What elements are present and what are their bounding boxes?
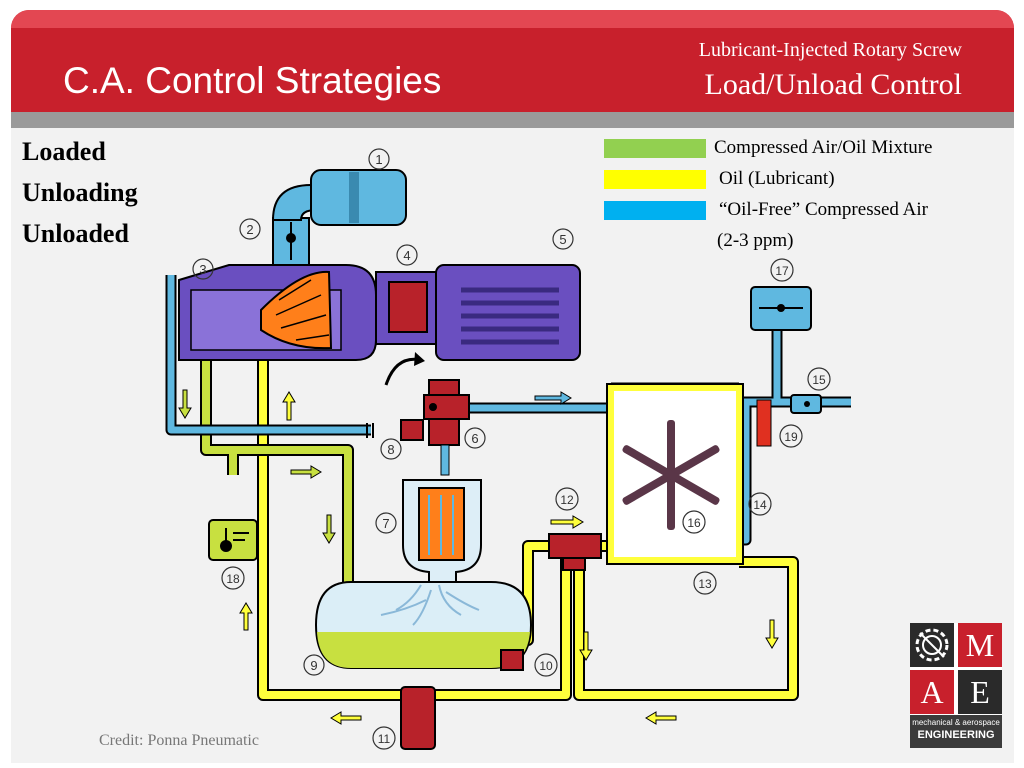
svg-text:7: 7 [382,516,389,531]
electric-motor [435,264,581,361]
logo-caption-line2: ENGINEERING [917,729,995,741]
mixture-lines-outline [200,350,354,600]
svg-text:10: 10 [539,659,553,673]
gear-icon [910,623,954,667]
page-title: C.A. Control Strategies [63,60,442,101]
callout-2: 2 [239,218,261,240]
svg-text:6: 6 [471,431,478,446]
svg-text:13: 13 [698,577,712,591]
svg-text:3: 3 [199,262,206,277]
callout-9: 9 [303,654,325,676]
state-loaded: Loaded [22,137,106,166]
svg-text:2: 2 [246,222,253,237]
callout-19: 19 [779,424,803,448]
slide: C.A. Control Strategies Lubricant-Inject… [11,10,1014,763]
credit-text: Credit: Ponna Pneumatic [99,732,259,749]
callout-5: 5 [552,228,574,250]
callout-12: 12 [555,487,579,511]
legend-note: (2-3 ppm) [717,230,794,251]
blowdown-valve [400,419,424,441]
callout-15: 15 [807,367,831,391]
callout-8: 8 [380,438,402,460]
svg-text:15: 15 [812,373,826,387]
svg-text:4: 4 [403,248,410,263]
compressor-diagram: 1 2 3 4 5 6 7 8 9 10 11 12 13 14 15 16 1… [165,148,851,750]
header-highlight [11,10,1014,28]
header-bar: C.A. Control Strategies Lubricant-Inject… [11,10,1014,112]
logo-caption-line1: mechanical & aerospace [912,718,1000,727]
thermostatic-valve [548,533,602,559]
mae-logo: M A E mechanical & aerospace ENGINEERING [910,623,1002,748]
drain-valve [500,649,524,671]
moisture-drain [756,399,772,447]
callout-11: 11 [372,726,396,750]
callout-16: 16 [682,510,706,534]
screw-rotor [260,270,333,350]
legend-label-mixture: Compressed Air/Oil Mixture [714,137,933,158]
svg-text:14: 14 [753,498,767,512]
component-callouts: 1 2 3 4 5 6 7 8 9 10 11 12 13 14 15 16 1… [192,148,831,750]
intake-elbow [271,184,317,221]
callout-1: 1 [368,148,390,170]
callout-18: 18 [221,566,245,590]
callout-6: 6 [464,427,486,449]
logo-letter-a: A [910,670,954,714]
svg-text:9: 9 [310,658,317,673]
svg-text:19: 19 [784,430,798,444]
mixture-lines [202,350,352,600]
legend-swatch-air [604,201,706,220]
svg-text:1: 1 [375,152,382,167]
callout-10: 10 [534,653,558,677]
flow-arrows [178,389,779,725]
air-bubbles [380,584,480,626]
callout-17: 17 [770,258,794,282]
svg-text:16: 16 [687,516,701,530]
callout-3: 3 [192,258,214,280]
state-unloaded: Unloaded [22,219,129,248]
legend-swatch-oil [604,170,706,189]
legend-label-oil: Oil (Lubricant) [719,168,835,189]
oil-filter [400,686,436,750]
callout-4: 4 [396,244,418,266]
logo-caption: mechanical & aerospace ENGINEERING [910,715,1002,748]
svg-text:5: 5 [559,232,566,247]
legend-swatch-mixture [604,139,706,158]
legend-label-air: “Oil-Free” Compressed Air [719,199,928,220]
header-divider [11,112,1014,128]
svg-text:11: 11 [378,732,391,746]
logo-letter-e: E [958,670,1002,714]
state-unloading: Unloading [22,178,138,207]
callout-13: 13 [693,571,717,595]
svg-text:17: 17 [775,264,789,278]
callout-14: 14 [748,492,772,516]
svg-text:8: 8 [387,442,394,457]
subtitle-top: Lubricant-Injected Rotary Screw [698,39,962,61]
oil-sump [317,632,530,668]
logo-letter-m: M [958,623,1002,667]
svg-text:18: 18 [226,572,240,586]
svg-text:12: 12 [560,493,574,507]
cooling-fan [622,420,720,530]
subtitle-bottom: Load/Unload Control [704,68,962,101]
callout-7: 7 [375,512,397,534]
coupling [388,281,428,333]
